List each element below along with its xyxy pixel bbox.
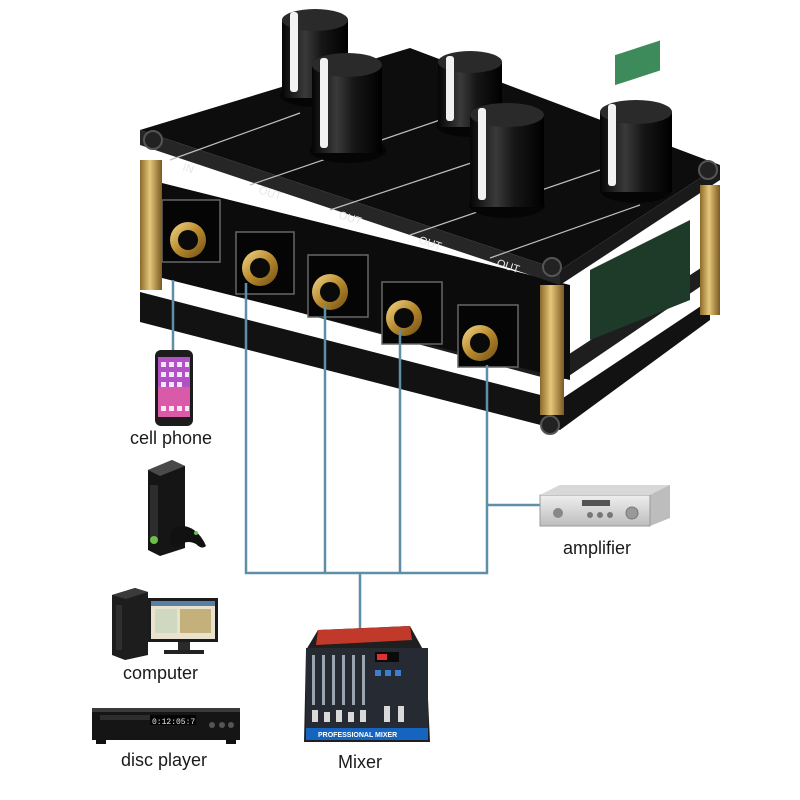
screw-icon [698, 160, 718, 180]
standoff-front [540, 285, 564, 415]
screw-icon [540, 415, 560, 435]
disc-player-display: 0:12:05:7 [152, 718, 195, 727]
audio-splitter-device: IN OUT OUT OUT OUT [139, 9, 720, 435]
volume-knob [600, 100, 672, 203]
label-disc-player: disc player [121, 750, 208, 770]
label-amplifier: amplifier [563, 538, 632, 558]
game-console-icon [148, 460, 206, 556]
audio-jack-out-2 [307, 254, 369, 318]
mixer-panel-text: PROFESSIONAL MIXER [318, 732, 397, 739]
panel-label-in: IN [181, 161, 195, 176]
top-plate-edge [140, 130, 560, 285]
smartphone-icon [155, 350, 193, 426]
label-mixer: Mixer [338, 752, 382, 772]
screw-icon [542, 257, 562, 277]
desktop-computer-icon [112, 588, 218, 660]
audio-jack-out-4 [457, 304, 519, 368]
label-computer: computer [123, 663, 199, 683]
standoff-left [140, 160, 162, 290]
screw-icon [143, 130, 163, 150]
top-plate [140, 48, 720, 270]
pcb-component [615, 40, 660, 86]
volume-knob [469, 103, 545, 218]
amplifier-icon [539, 485, 670, 527]
bottom-board [140, 292, 710, 430]
pcb-edge [590, 220, 690, 340]
disc-player-icon: 0:12:05:7 [92, 708, 240, 744]
audio-mixer-icon: PROFESSIONAL MIXER [304, 626, 430, 742]
connection-wires [171, 280, 540, 630]
audio-jack-out-3 [381, 281, 443, 345]
audio-jack-out-1 [235, 231, 295, 295]
volume-knob [310, 53, 386, 163]
label-cell-phone: cell phone [130, 428, 213, 448]
audio-jack-in [161, 199, 221, 263]
wire-output-bus [244, 283, 489, 575]
standoff-right [700, 185, 720, 315]
